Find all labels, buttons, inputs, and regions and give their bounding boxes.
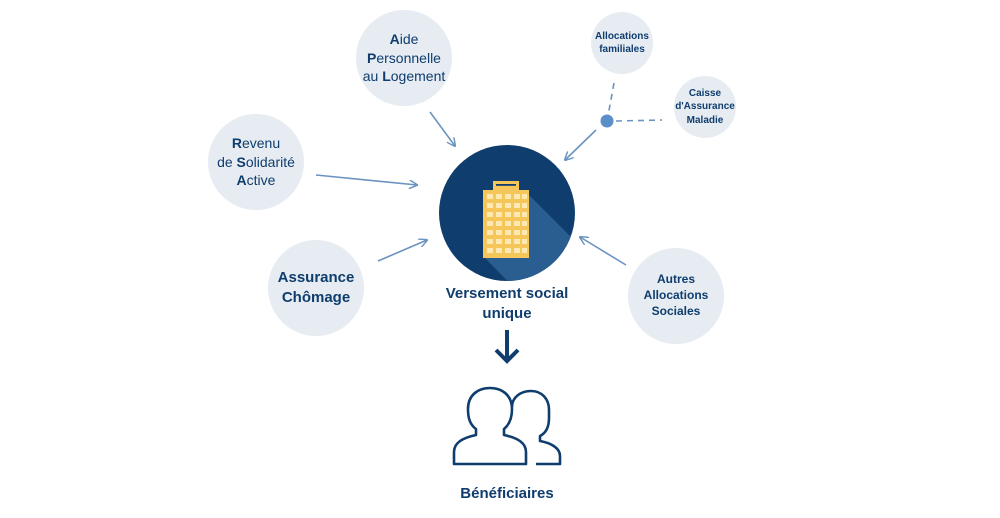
rsa-initial-a: A [236, 172, 247, 189]
autres-line2: Allocations [643, 288, 709, 303]
cpam-line2: d'Assurance [675, 101, 735, 113]
hub-label-line1: Versement social [445, 285, 569, 302]
caf-line2: familiales [599, 44, 645, 55]
apl-initial-p: P [367, 49, 377, 66]
beneficiaries-label: Bénéficiaires [460, 485, 554, 502]
people-icon [452, 386, 562, 466]
arrow-rsa [315, 174, 417, 185]
source-apl-text: Aide Personnelle au Logement [363, 30, 446, 85]
source-apl-bubble: Aide Personnelle au Logement [356, 10, 452, 106]
apl-initial-a: A [389, 31, 400, 48]
source-caf-bubble: Allocations familiales [591, 12, 653, 74]
rsa-initial-r: R [231, 135, 242, 152]
apl-line3-pre: au [362, 68, 383, 85]
arrow-chomage [377, 240, 427, 262]
rsa-line2-pre: de [217, 153, 237, 170]
rsa-line2-rest: olidarité [245, 153, 295, 170]
source-cpam-text: Caisse d'Assurance Maladie [675, 87, 735, 128]
source-autres-text: Autres Allocations Sociales [644, 272, 709, 319]
caf-line1: Allocations [595, 30, 649, 42]
down-arrow-icon [494, 330, 520, 364]
source-chomage-bubble: Assurance Chômage [268, 240, 364, 336]
apl-line2-rest: ersonnelle [376, 49, 441, 66]
source-chomage-text: Assurance Chômage [278, 268, 355, 309]
rsa-initial-s: S [236, 153, 246, 170]
source-rsa-bubble: Revenu de Solidarité Active [208, 114, 304, 210]
autres-line3: Sociales [651, 303, 701, 318]
cpam-line3: Maladie [686, 114, 724, 126]
rsa-line3-rest: ctive [246, 172, 276, 189]
hub-label: Versement social unique [407, 284, 607, 325]
source-caf-text: Allocations familiales [595, 30, 649, 57]
source-cpam-bubble: Caisse d'Assurance Maladie [674, 76, 736, 138]
source-rsa-text: Revenu de Solidarité Active [217, 134, 295, 189]
apl-line1-rest: ide [399, 31, 419, 48]
autres-line1: Autres [656, 272, 695, 287]
junction-dot [600, 114, 614, 128]
arrow-autres [580, 237, 627, 266]
chomage-line1: Assurance [277, 268, 355, 286]
apl-line3-rest: ogement [390, 68, 446, 85]
building-icon [483, 181, 529, 258]
cpam-line1: Caisse [688, 87, 722, 99]
arrow-caisses [565, 129, 597, 160]
dash-cpam [615, 119, 663, 122]
dash-caf [607, 82, 615, 117]
arrow-apl [429, 111, 455, 146]
rsa-line1-rest: evenu [241, 135, 281, 152]
chomage-line2: Chômage [281, 289, 351, 306]
hub-label-line2: unique [482, 305, 532, 323]
apl-initial-l: L [382, 68, 391, 85]
source-autres-bubble: Autres Allocations Sociales [628, 248, 724, 344]
